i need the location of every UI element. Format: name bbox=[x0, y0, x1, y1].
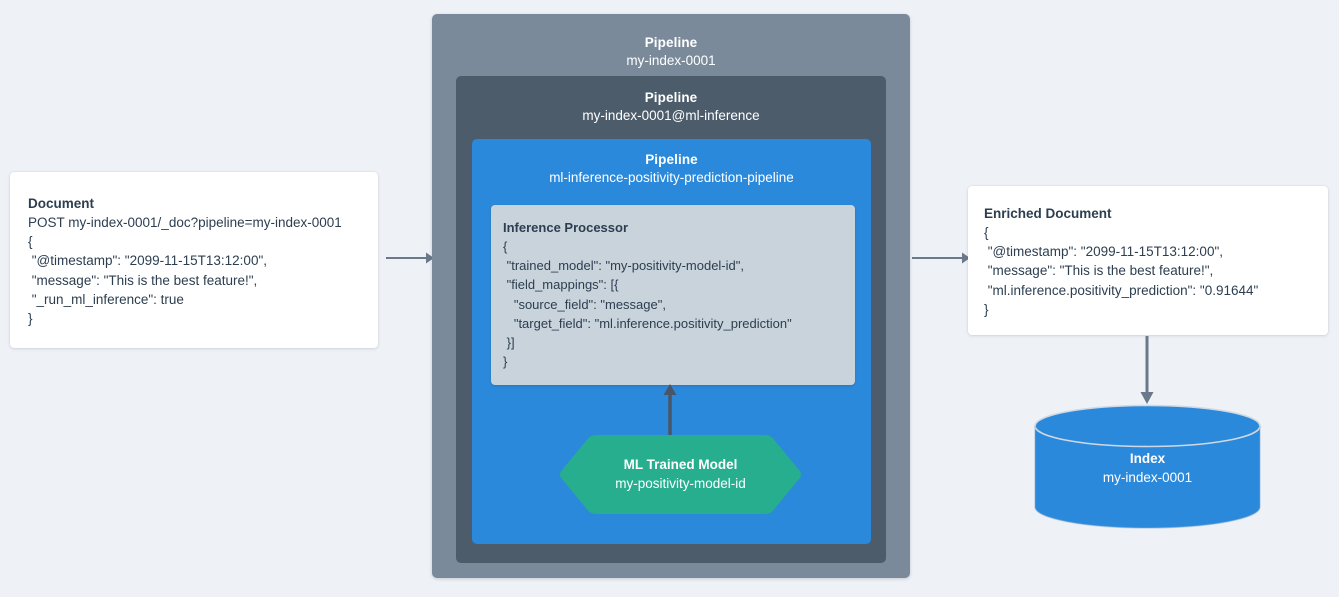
pipeline-outer-label: Pipeline bbox=[644, 35, 698, 50]
ml-trained-model-hexagon: ML Trained Model my-positivity-model-id bbox=[558, 432, 803, 517]
inference-processor-title: Inference Processor bbox=[503, 220, 629, 235]
enriched-document-line-1: "@timestamp": "2099-11-15T13:12:00", bbox=[984, 244, 1223, 260]
document-line-5: } bbox=[28, 311, 33, 327]
enriched-document-title: Enriched Document bbox=[984, 206, 1112, 221]
arrow-document-to-pipeline-icon bbox=[386, 248, 434, 268]
inference-processor-line-3: "source_field": "message", bbox=[503, 296, 666, 312]
document-card-title: Document bbox=[28, 196, 95, 211]
document-line-4: "_run_ml_inference": true bbox=[28, 291, 184, 307]
arrow-pipeline-to-enriched-icon bbox=[912, 248, 970, 268]
document-line-2: "@timestamp": "2099-11-15T13:12:00", bbox=[28, 253, 267, 269]
index-cylinder: Index my-index-0001 bbox=[1033, 404, 1262, 529]
enriched-document-line-4: } bbox=[984, 301, 989, 317]
document-line-1: { bbox=[28, 234, 33, 250]
enriched-document-line-2: "message": "This is the best feature!", bbox=[984, 263, 1214, 279]
inference-processor-box: Inference Processor { "trained_model": "… bbox=[491, 205, 855, 385]
arrow-enriched-to-index-icon bbox=[1136, 336, 1158, 404]
enriched-document-line-0: { bbox=[984, 225, 989, 240]
inference-processor-line-4: "target_field": "ml.inference.positivity… bbox=[503, 315, 792, 331]
inference-processor-line-6: } bbox=[503, 354, 508, 370]
document-line-0: POST my-index-0001/_doc?pipeline=my-inde… bbox=[28, 215, 342, 230]
pipeline-inner-label: Pipeline bbox=[645, 152, 698, 167]
pipeline-outer-name: my-index-0001 bbox=[626, 53, 716, 68]
pipeline-middle-label: Pipeline bbox=[644, 90, 698, 105]
enriched-document-card: Enriched Document { "@timestamp": "2099-… bbox=[968, 186, 1328, 335]
document-line-3: "message": "This is the best feature!", bbox=[28, 272, 258, 288]
inference-processor-line-1: "trained_model": "my-positivity-model-id… bbox=[503, 258, 744, 274]
pipeline-inner-name: ml-inference-positivity-prediction-pipel… bbox=[549, 170, 794, 185]
inference-processor-line-0: { bbox=[503, 239, 508, 254]
pipeline-middle-name: my-index-0001@ml-inference bbox=[582, 108, 760, 123]
document-card: Document POST my-index-0001/_doc?pipelin… bbox=[10, 172, 378, 348]
enriched-document-line-3: "ml.inference.positivity_prediction": "0… bbox=[984, 282, 1259, 298]
arrow-model-to-processor-icon bbox=[659, 384, 681, 436]
inference-processor-line-2: "field_mappings": [{ bbox=[503, 277, 619, 293]
inference-processor-line-5: }] bbox=[503, 335, 515, 351]
